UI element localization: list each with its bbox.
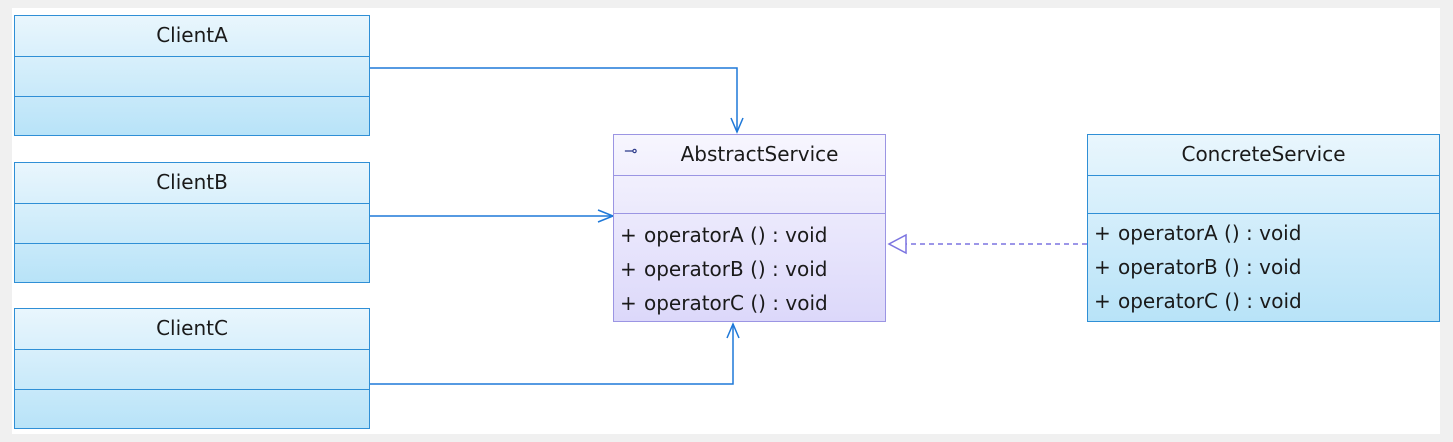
visibility-marker: + (1094, 221, 1111, 245)
class-clientb[interactable]: ClientB (14, 162, 370, 283)
operation-signature: operatorB () : void (644, 257, 828, 281)
operation-row: + operatorA () : void (620, 218, 881, 252)
class-clienta[interactable]: ClientA (14, 15, 370, 136)
operation-row: + operatorC () : void (1094, 284, 1435, 318)
attributes-compartment (15, 203, 369, 243)
operation-signature: operatorA () : void (1118, 221, 1302, 245)
operations-compartment (15, 96, 369, 135)
operations-compartment (15, 243, 369, 282)
class-name: ClientA (156, 23, 228, 47)
visibility-marker: + (1094, 289, 1111, 313)
operation-signature: operatorC () : void (1118, 289, 1302, 313)
class-name: AbstractService (680, 142, 839, 166)
class-name: ConcreteService (1181, 142, 1346, 166)
attributes-compartment (614, 175, 885, 213)
visibility-marker: + (1094, 255, 1111, 279)
visibility-marker: + (620, 257, 637, 281)
class-name: ClientB (156, 170, 228, 194)
arrowhead-clienta (730, 117, 744, 134)
operations-compartment (1088, 213, 1439, 321)
attributes-compartment (1088, 175, 1439, 213)
visibility-marker: + (620, 291, 637, 315)
operation-list: + operatorA () : void + operatorB () : voi… (1094, 216, 1435, 318)
attributes-compartment (15, 56, 369, 96)
operation-signature: operatorB () : void (1118, 255, 1302, 279)
operations-compartment (614, 213, 885, 321)
operation-signature: operatorA () : void (644, 223, 828, 247)
realization-triangle (887, 233, 907, 255)
arrowhead-clientc (726, 322, 740, 339)
visibility-marker: + (620, 223, 637, 247)
class-abstractservice[interactable]: ⊸ AbstractService + operatorA () : void +… (613, 134, 886, 322)
attributes-compartment (15, 349, 369, 389)
operation-row: + operatorC () : void (620, 286, 881, 320)
class-clientc[interactable]: ClientC (14, 308, 370, 429)
operations-compartment (15, 389, 369, 428)
operation-row: + operatorA () : void (1094, 216, 1435, 250)
operation-signature: operatorC () : void (644, 291, 828, 315)
class-name: ClientC (156, 316, 228, 340)
class-concreteservice[interactable]: ConcreteService + operatorA () : void + op… (1087, 134, 1440, 322)
association-clienta (370, 67, 738, 132)
operation-row: + operatorB () : void (1094, 250, 1435, 284)
association-clientc (370, 324, 734, 385)
operation-list: + operatorA () : void + operatorB () : voi… (620, 218, 881, 320)
operation-row: + operatorB () : void (620, 252, 881, 286)
abstract-class-icon: ⊸ (624, 141, 638, 160)
